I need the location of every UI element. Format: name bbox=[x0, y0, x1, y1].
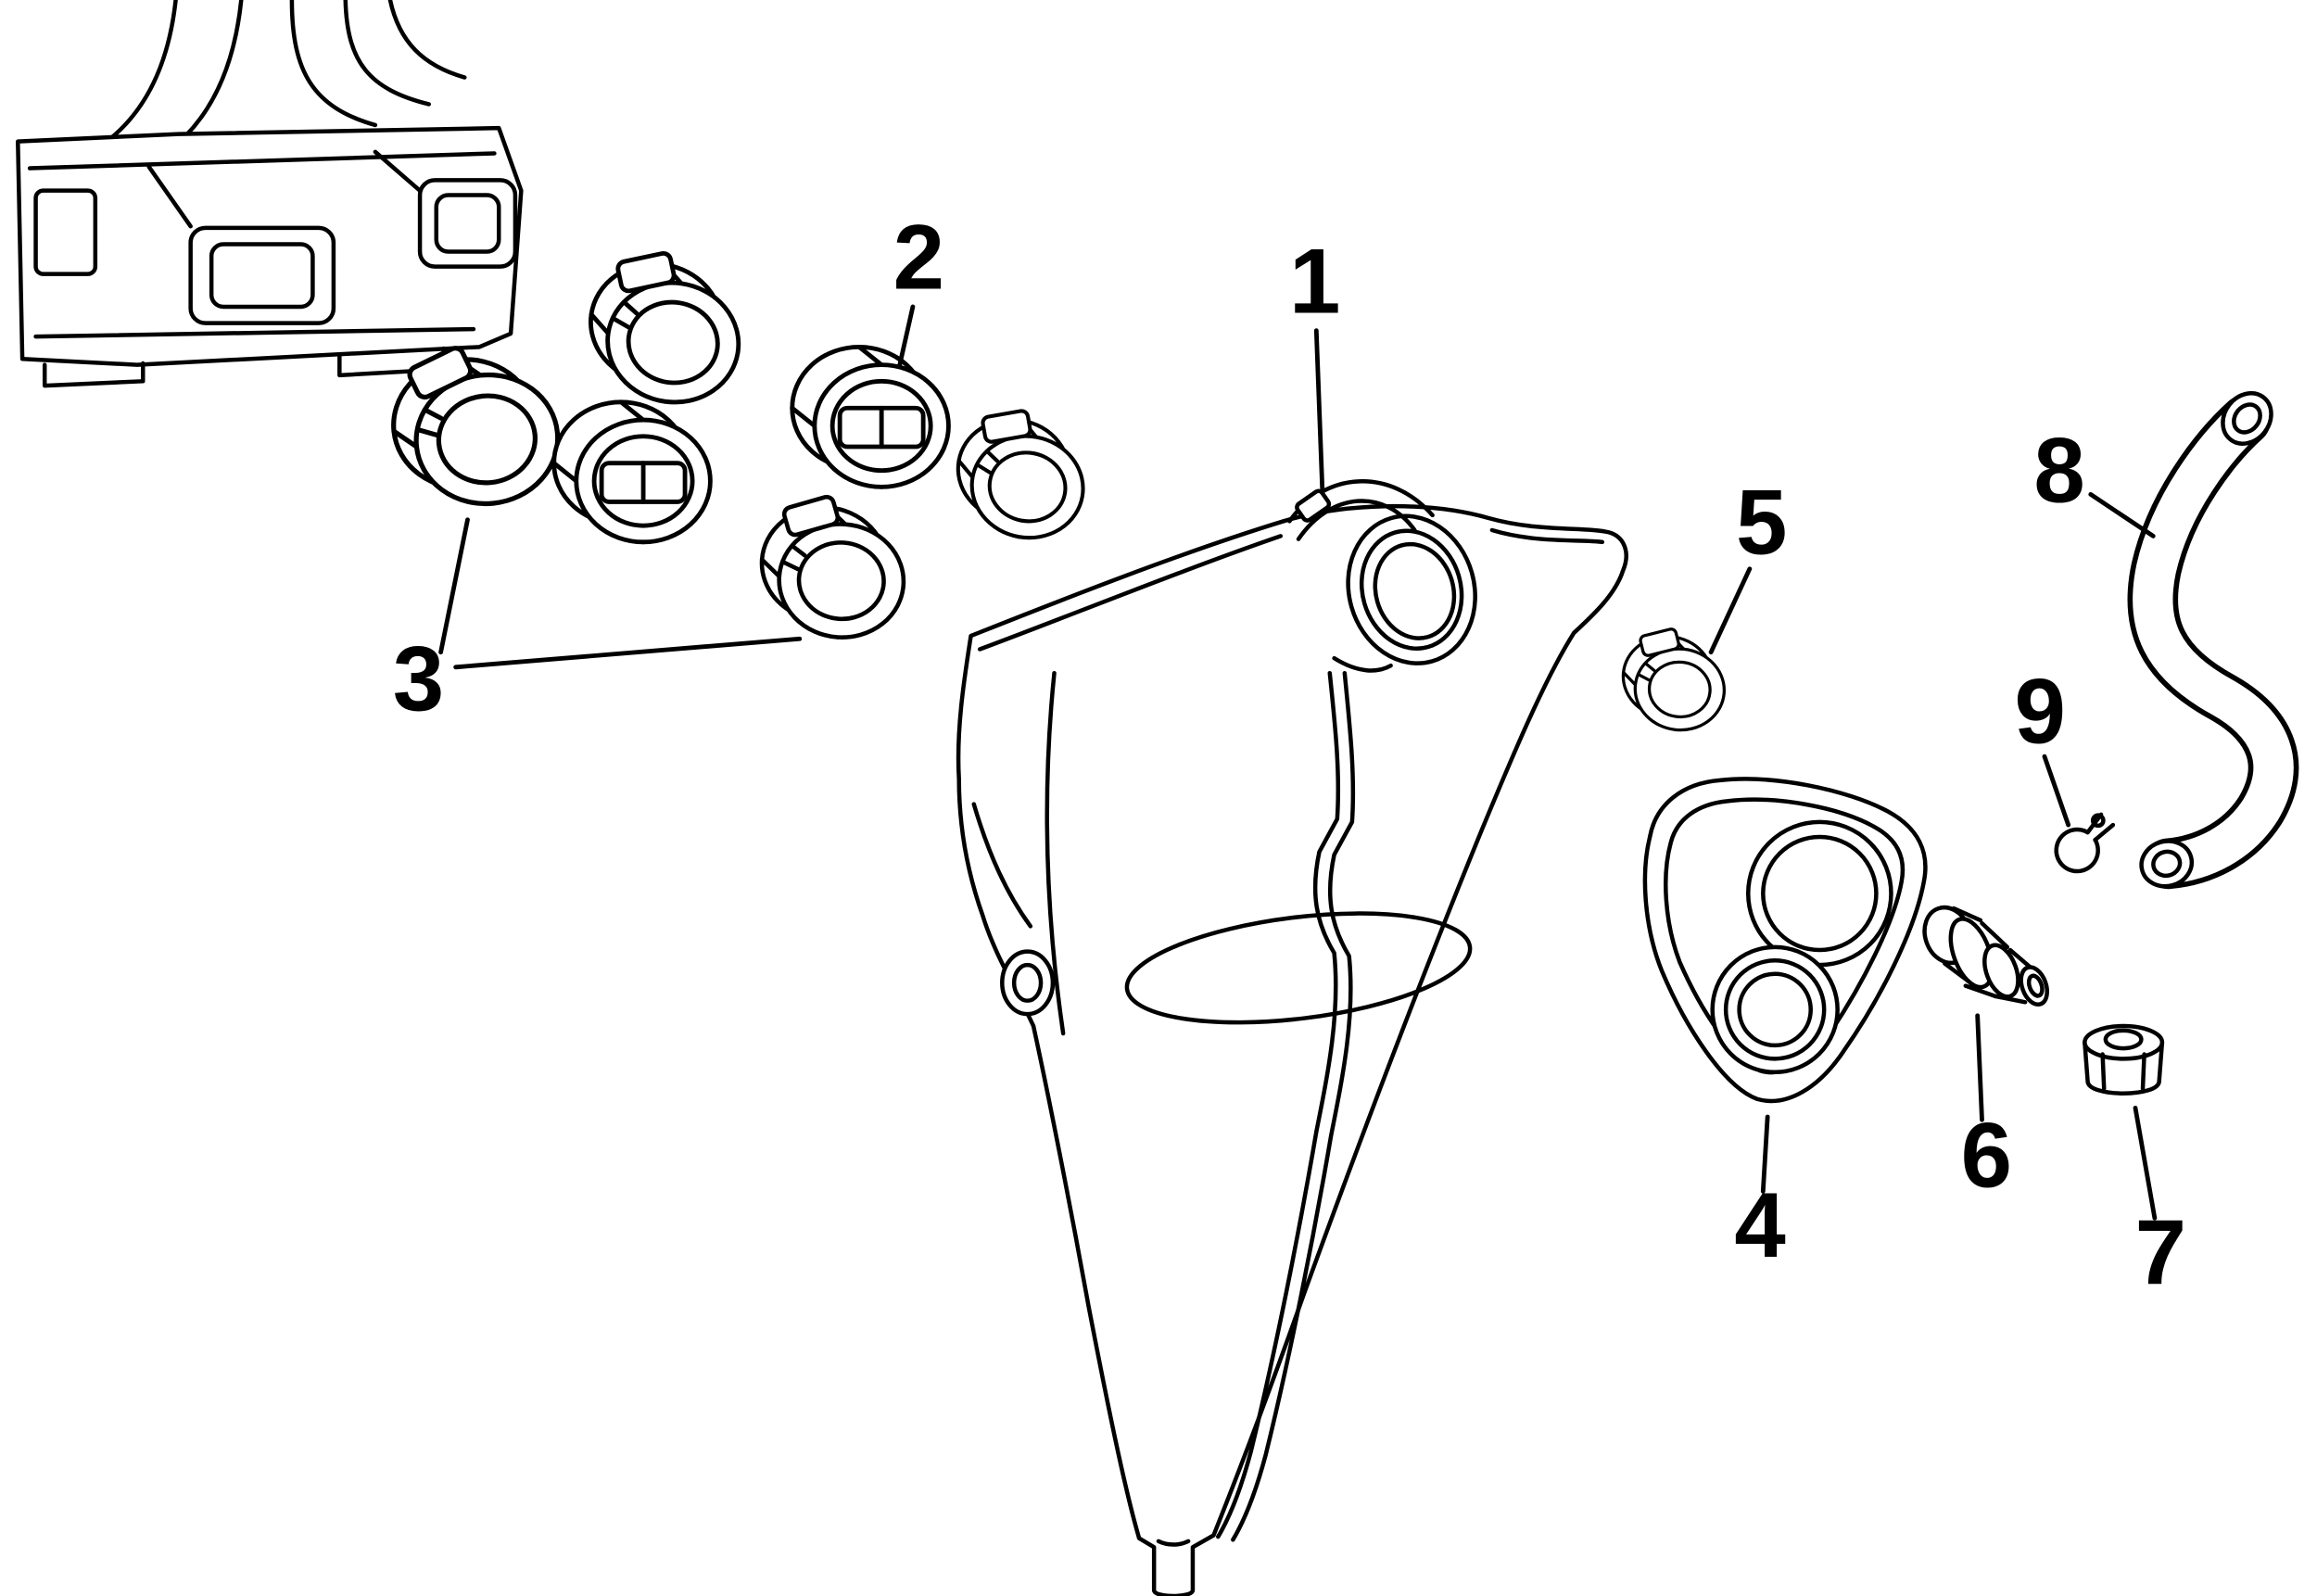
filler-neck bbox=[1287, 479, 1477, 673]
callout-4-label: 4 bbox=[1734, 1174, 1785, 1277]
mounting-hole bbox=[1000, 949, 1056, 1017]
tank-body bbox=[956, 503, 1628, 1596]
engine-assembly-sketch bbox=[16, 0, 524, 388]
spring-clip bbox=[2054, 812, 2116, 874]
hose-clamp-icon bbox=[757, 490, 909, 641]
callout-4-leader bbox=[1760, 1114, 1770, 1194]
hose-clamp-icon bbox=[581, 243, 751, 411]
callout-5-leader bbox=[1708, 566, 1753, 655]
callout-6: 6 bbox=[1961, 1013, 2012, 1208]
barb-fitting bbox=[1922, 905, 2050, 1007]
callout-7-label: 7 bbox=[2135, 1201, 2186, 1304]
callout-1-label: 1 bbox=[1289, 230, 1340, 333]
callout-3: 3 bbox=[393, 517, 803, 730]
hose-clamp-icon bbox=[386, 336, 563, 513]
hose-sleeve-icon bbox=[554, 402, 711, 542]
callout-2-label: 2 bbox=[893, 207, 944, 310]
hose-end-top bbox=[2221, 391, 2273, 446]
hose-end-bottom bbox=[2139, 839, 2195, 889]
callout-9: 9 bbox=[2014, 661, 2071, 828]
oil-tank bbox=[956, 479, 1628, 1596]
callout-1: 1 bbox=[1289, 230, 1340, 491]
callout-9-label: 9 bbox=[2014, 661, 2065, 764]
callout-2: 2 bbox=[893, 207, 944, 369]
body-recess-oval bbox=[1124, 911, 1473, 1025]
callout-9-leader bbox=[2042, 754, 2071, 828]
callout-3-label: 3 bbox=[393, 627, 444, 730]
callout-3-leader bbox=[438, 517, 470, 655]
cap-plug bbox=[2083, 1023, 2165, 1096]
hose-sleeve-icon bbox=[792, 347, 949, 487]
callout-6-label: 6 bbox=[1961, 1105, 2012, 1208]
formed-hose bbox=[2127, 391, 2299, 890]
callout-1-leader bbox=[1313, 328, 1325, 491]
callout-3-leader-2 bbox=[453, 636, 803, 670]
callout-8: 8 bbox=[2033, 419, 2156, 538]
small-clamp-icon bbox=[1616, 621, 1732, 737]
callout-2-leader bbox=[897, 304, 916, 369]
neck-clamp-screw bbox=[1295, 488, 1332, 523]
grommet-mount bbox=[1642, 777, 1928, 1104]
callout-4: 4 bbox=[1734, 1114, 1786, 1277]
callout-7-leader bbox=[2133, 1105, 2158, 1221]
callout-6-leader bbox=[1975, 1013, 1984, 1122]
hose-clamp-icon bbox=[947, 399, 1095, 546]
callout-7: 7 bbox=[2133, 1105, 2186, 1304]
center-seam bbox=[1216, 670, 1341, 1539]
callout-5-label: 5 bbox=[1736, 472, 1787, 575]
callouts: 1 2 3 4 5 6 bbox=[393, 207, 2186, 1304]
callout-5: 5 bbox=[1708, 472, 1787, 655]
neck-clamp-band bbox=[1296, 499, 1417, 541]
callout-8-leader bbox=[2088, 492, 2156, 538]
callout-8-label: 8 bbox=[2033, 419, 2084, 522]
